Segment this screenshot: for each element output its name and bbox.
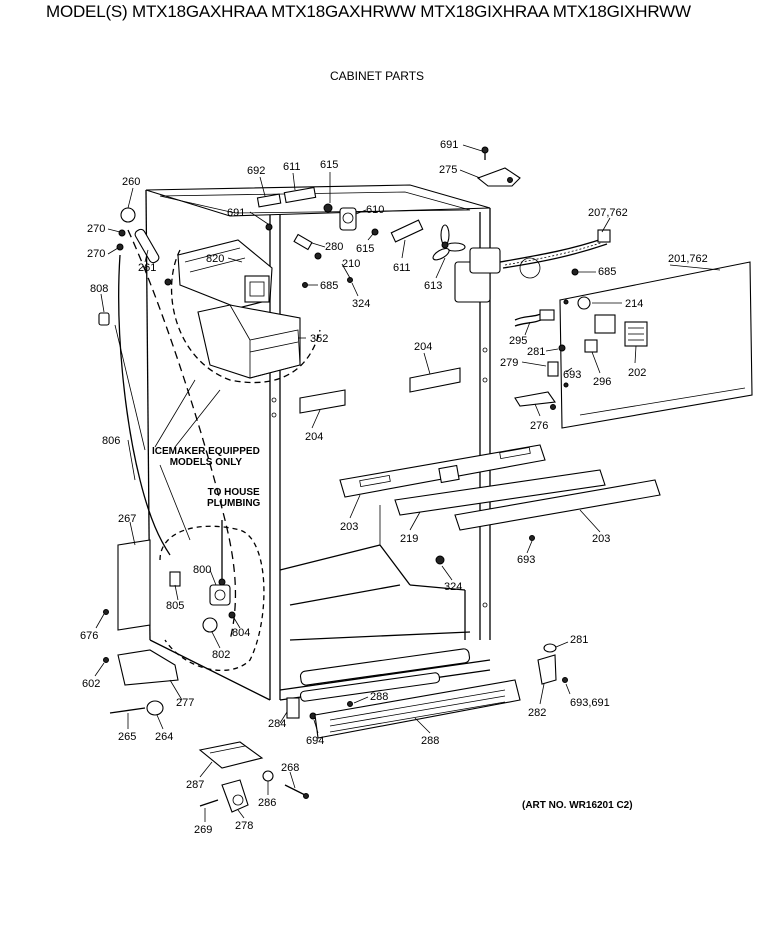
part-label: 264: [155, 731, 173, 743]
cabinet-outline: [145, 184, 491, 702]
mullion-rails: [339, 444, 661, 565]
part-label: 820: [206, 253, 224, 265]
icemaker-note-line: ICEMAKER EQUIPPED: [152, 446, 260, 457]
part-label: 278: [235, 820, 253, 832]
part-label: 693: [563, 369, 581, 381]
part-label: 270: [87, 223, 105, 235]
part-label: 296: [593, 376, 611, 388]
part-label: 804: [232, 627, 250, 639]
part-label: 203: [592, 533, 610, 545]
leader-lines: [94, 144, 721, 822]
part-label: 692: [247, 165, 265, 177]
part-label: 685: [598, 266, 616, 278]
part-label: 265: [118, 731, 136, 743]
top-hinge-275: [476, 146, 521, 187]
part-label: 802: [212, 649, 230, 661]
part-label: 270: [87, 248, 105, 260]
part-label: 204: [305, 431, 323, 443]
part-label: 691: [440, 139, 458, 151]
plumbing-note: TO HOUSE PLUMBING: [207, 487, 260, 509]
part-label: 295: [509, 335, 527, 347]
part-label: 219: [400, 533, 418, 545]
part-label: 806: [102, 435, 120, 447]
part-label: 691: [227, 207, 245, 219]
part-label: 207,762: [588, 207, 628, 219]
evaporator-cover-panel: [559, 261, 753, 429]
part-label: 693: [517, 554, 535, 566]
brackets-204: [299, 367, 461, 414]
part-label: 287: [186, 779, 204, 791]
part-label: 613: [424, 280, 442, 292]
part-label: 203: [340, 521, 358, 533]
part-label: 352: [310, 333, 328, 345]
part-label: 260: [122, 176, 140, 188]
model-list-header: MODEL(S) MTX18GAXHRAA MTX18GAXHRWW MTX18…: [46, 2, 691, 21]
part-label: 282: [528, 707, 546, 719]
art-number: (ART NO. WR16201 C2): [522, 800, 633, 811]
icemaker-note: ICEMAKER EQUIPPED MODELS ONLY: [152, 446, 260, 468]
icemaker-note-line: MODELS ONLY: [169, 457, 243, 468]
part-label: 269: [194, 824, 212, 836]
part-label: 324: [352, 298, 370, 310]
part-label: 261: [138, 262, 156, 274]
part-label: 281: [570, 634, 588, 646]
part-label: 615: [356, 243, 374, 255]
part-label: 284: [268, 718, 286, 730]
part-label: 611: [283, 161, 301, 173]
part-label: 276: [530, 420, 548, 432]
evaporator-fan-assembly: [256, 186, 611, 303]
part-label: 610: [366, 204, 384, 216]
part-label: 676: [80, 630, 98, 642]
part-label: 204: [414, 341, 432, 353]
plumbing-note-line: PLUMBING: [207, 498, 261, 509]
part-label: 201,762: [668, 253, 708, 265]
control-parts: [514, 309, 566, 410]
part-label: 214: [625, 298, 643, 310]
part-label: 202: [628, 367, 646, 379]
part-label: 286: [258, 797, 276, 809]
part-label: 694: [306, 735, 324, 747]
part-label: 281: [527, 346, 545, 358]
part-label: 602: [82, 678, 100, 690]
part-label: 268: [281, 762, 299, 774]
part-label: 288: [421, 735, 439, 747]
part-number-labels: 691 275 692 611 615 260 691 610 207,762 …: [80, 139, 708, 836]
section-title: CABINET PARTS: [330, 69, 425, 83]
part-label: 275: [439, 164, 457, 176]
part-label: 800: [193, 564, 211, 576]
part-label: 324: [444, 581, 462, 593]
icemaker-assembly: [164, 239, 321, 384]
part-label: 277: [176, 697, 194, 709]
part-label: 611: [393, 262, 411, 274]
part-label: 280: [325, 241, 343, 253]
part-label: 279: [500, 357, 518, 369]
lower-parts: [103, 643, 568, 813]
part-label: 808: [90, 283, 108, 295]
plumbing-note-line: TO HOUSE: [207, 487, 260, 498]
part-label: 693,691: [570, 697, 610, 709]
part-label: 805: [166, 600, 184, 612]
part-label: 685: [320, 280, 338, 292]
part-label: 267: [118, 513, 136, 525]
part-label: 288: [370, 691, 388, 703]
part-label: 615: [320, 159, 338, 171]
water-line-parts: [98, 207, 265, 672]
part-label: 210: [342, 258, 360, 270]
